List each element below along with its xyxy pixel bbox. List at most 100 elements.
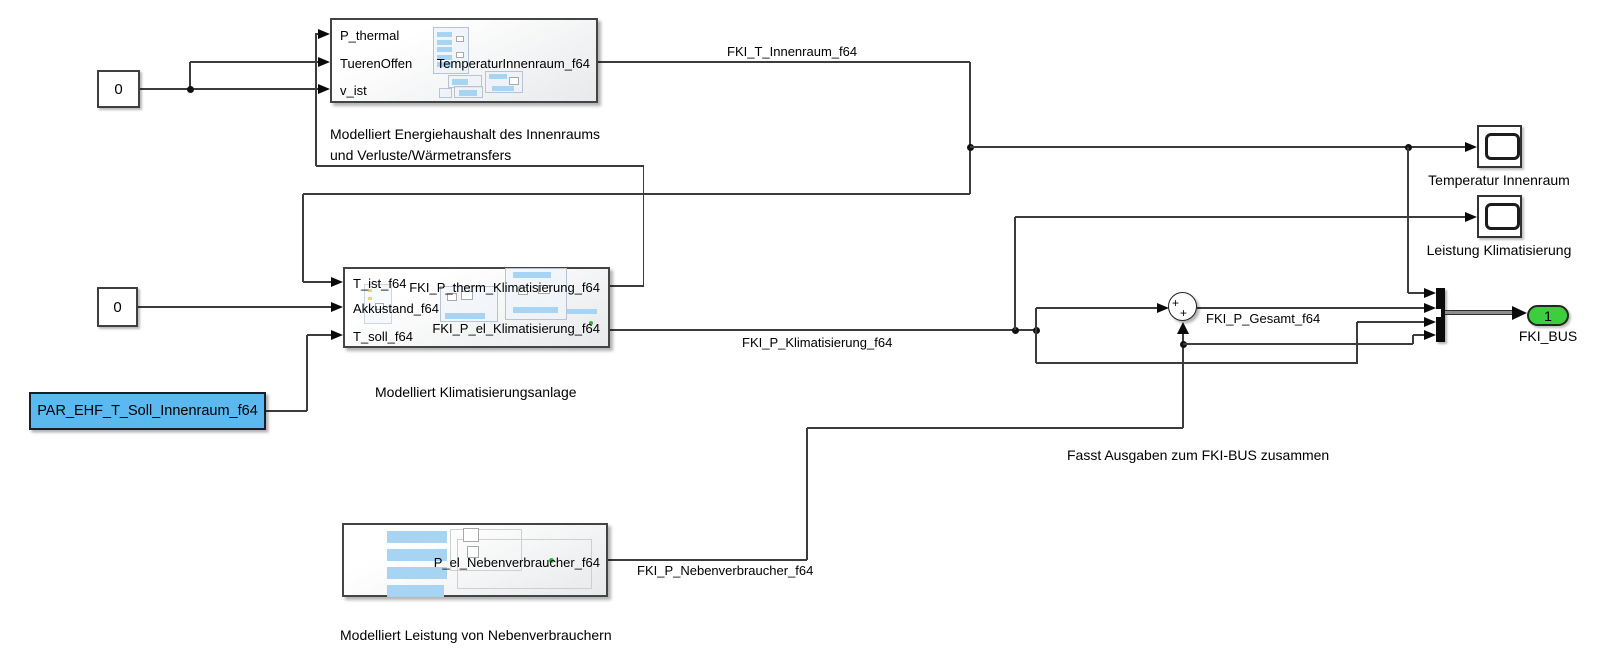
- wire-fki-t-bus[interactable]: [1407, 147, 1409, 293]
- subsystem-thumbnail: [485, 71, 523, 93]
- wire-neben-bus[interactable]: [1183, 343, 1413, 345]
- arrow-bus-in4: [1424, 330, 1436, 340]
- wire-therm-feedback[interactable]: [315, 33, 320, 35]
- wire-klima-scope[interactable]: [1014, 217, 1016, 330]
- scope-icon: [1485, 133, 1520, 160]
- arrow-tuerenoffen: [318, 57, 330, 67]
- outport-label: FKI_P_therm_Klimatisierung_f64: [409, 280, 600, 295]
- arrow-bus-in1: [1424, 288, 1436, 298]
- wire-fki-p-neben[interactable]: [608, 559, 807, 561]
- arrow-outport: [1512, 306, 1527, 320]
- subsystem-klimatisierung[interactable]: T_ist_f64 Akkustand_f64 T_soll_f64 FKI_P…: [343, 267, 610, 348]
- scope-icon: [1485, 203, 1520, 230]
- wire-klima-scope[interactable]: [1015, 216, 1465, 218]
- wire-therm-feedback[interactable]: [316, 165, 644, 167]
- constant-block-top[interactable]: 0: [97, 70, 140, 108]
- signal-label-fki-p-klima: FKI_P_Klimatisierung_f64: [742, 335, 893, 350]
- arrow-tsoll: [331, 330, 343, 340]
- wire-fki-p-klima[interactable]: [610, 329, 1036, 331]
- constant-value: 0: [113, 299, 122, 316]
- subsystem-thumbnail: [439, 88, 452, 98]
- wire-therm-feedback[interactable]: [315, 34, 317, 166]
- subsystem-thumbnail: [387, 567, 447, 579]
- subsystem-innenraum[interactable]: P_thermal TuerenOffen v_ist TemperaturIn…: [330, 18, 598, 103]
- subsystem-thumbnail: [450, 529, 522, 571]
- arrow-akkustand: [331, 302, 343, 312]
- subsystem-thumbnail: [589, 321, 593, 325]
- wire-junction: [1011, 326, 1019, 334]
- wire-fki-t-return[interactable]: [303, 281, 331, 283]
- inport-label: v_ist: [340, 83, 367, 98]
- wire-par[interactable]: [306, 335, 308, 411]
- wire-therm-feedback[interactable]: [642, 166, 644, 286]
- arrow-scope-leistung: [1465, 212, 1477, 222]
- wire-neben-bus[interactable]: [1413, 334, 1424, 336]
- wire-fki-p-gesamt[interactable]: [1197, 307, 1424, 309]
- signal-label-fki-t: FKI_T_Innenraum_f64: [727, 44, 858, 59]
- outport-label: P_el_Nebenverbraucher_f64: [433, 555, 600, 570]
- wire-therm-feedback[interactable]: [610, 285, 644, 287]
- wire-fki-t-bus[interactable]: [1408, 292, 1424, 294]
- parameter-label: PAR_EHF_T_Soll_Innenraum_f64: [37, 403, 258, 419]
- wire-fki-p-neben[interactable]: [806, 428, 808, 560]
- subsystem-thumbnail: [505, 268, 567, 320]
- outport-label: FKI_BUS: [1518, 328, 1578, 344]
- wire-const-top[interactable]: [140, 88, 191, 90]
- arrow-sum-bottom: [1177, 322, 1189, 334]
- annotation-bus: Fasst Ausgaben zum FKI-BUS zusammen: [1067, 447, 1330, 463]
- subsystem-thumbnail: [387, 531, 447, 543]
- subsystem-thumbnail: [387, 549, 447, 561]
- outport-fki-bus[interactable]: 1: [1527, 305, 1569, 326]
- wire-klima-bus[interactable]: [1356, 322, 1358, 363]
- subsystem-thumbnail: [454, 86, 483, 98]
- subsystem-thumbnail: [467, 546, 479, 558]
- wire-fki-t-return[interactable]: [302, 194, 304, 282]
- wire-fki-p-neben[interactable]: [807, 427, 1183, 429]
- subsystem-thumbnail: [457, 539, 592, 589]
- wire-par[interactable]: [266, 410, 307, 412]
- wire-neben-bus[interactable]: [1412, 335, 1414, 344]
- inport-label: T_ist_f64: [353, 276, 407, 291]
- constant-block-mid[interactable]: 0: [97, 287, 138, 327]
- wire-const-top-vist[interactable]: [190, 88, 318, 90]
- wire-klima-bus[interactable]: [1035, 330, 1037, 363]
- subsystem-thumbnail: [433, 27, 469, 74]
- annotation-innenraum: Modelliert Energiehaushalt des Innenraum…: [330, 126, 601, 163]
- subsystem-thumbnail: [463, 528, 479, 542]
- wire-fki-t[interactable]: [598, 61, 970, 63]
- arrow-vist: [318, 84, 330, 94]
- signal-label-fki-p-gesamt: FKI_P_Gesamt_f64: [1206, 311, 1321, 326]
- wire-fki-t-scope[interactable]: [970, 146, 1465, 148]
- arrow-scope-temperatur: [1465, 142, 1477, 152]
- wire-fki-t-return[interactable]: [303, 193, 970, 195]
- sum-block[interactable]: [1168, 292, 1197, 321]
- arrow-sum-in: [1157, 303, 1169, 313]
- wire-const-top-tueren[interactable]: [190, 61, 318, 63]
- subsystem-thumbnail: [549, 558, 554, 563]
- wire-fki-p-neben[interactable]: [1182, 334, 1184, 428]
- wire-klima-sum[interactable]: [1036, 307, 1157, 309]
- scope-temperatur[interactable]: [1477, 125, 1522, 168]
- subsystem-nebenverbraucher[interactable]: P_el_Nebenverbraucher_f64: [342, 523, 608, 597]
- arrow-bus-in3: [1424, 317, 1436, 327]
- wire-const-mid[interactable]: [138, 306, 331, 308]
- wire-par[interactable]: [307, 334, 331, 336]
- outport-number: 1: [1544, 308, 1552, 324]
- parameter-block[interactable]: PAR_EHF_T_Soll_Innenraum_f64: [29, 392, 266, 430]
- subsystem-thumbnail: [440, 286, 498, 322]
- wire-junction: [186, 85, 194, 93]
- bus-wire[interactable]: [1445, 310, 1513, 315]
- wire-klima-sum[interactable]: [1035, 308, 1037, 330]
- wire-const-top-up[interactable]: [189, 62, 191, 89]
- wire-fki-t[interactable]: [969, 62, 971, 194]
- arrow-bus-in2: [1424, 303, 1436, 313]
- subsystem-thumbnail: [364, 284, 392, 324]
- wire-klima-bus[interactable]: [1036, 362, 1358, 364]
- scope-leistung-label: Leistung Klimatisierung: [1426, 242, 1572, 258]
- subsystem-thumbnail: [567, 309, 597, 314]
- inport-label: P_thermal: [340, 28, 400, 43]
- arrow-tist: [331, 277, 343, 287]
- wire-klima-bus[interactable]: [1357, 321, 1424, 323]
- scope-leistung[interactable]: [1477, 195, 1522, 238]
